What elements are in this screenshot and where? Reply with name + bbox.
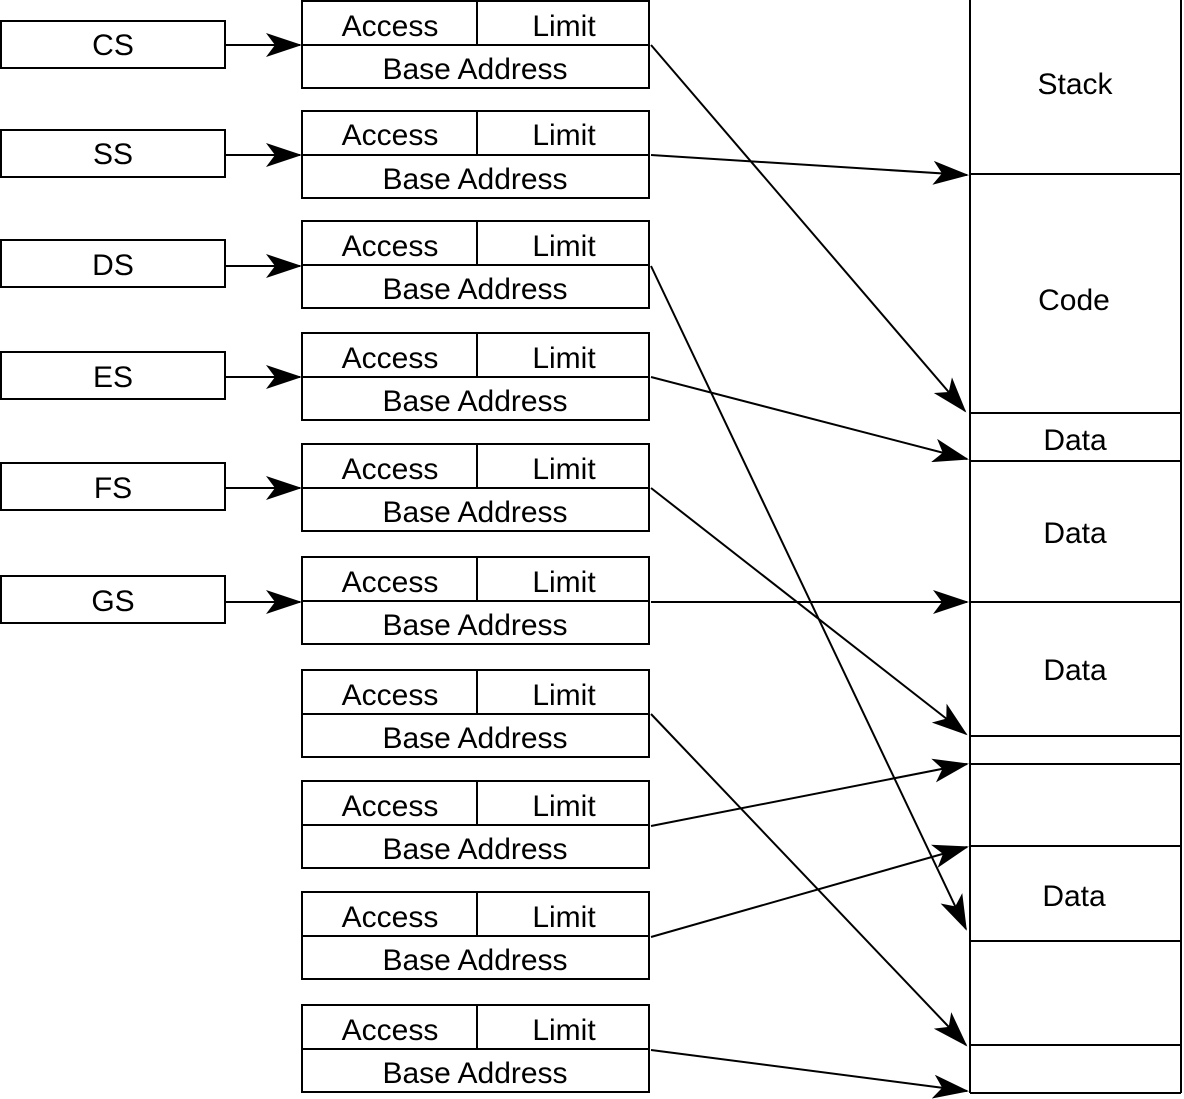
descriptor: Access Limit Base Address: [301, 220, 650, 309]
base-address-field: Base Address: [382, 944, 567, 977]
descriptor: Access Limit Base Address: [301, 556, 650, 645]
register-label: SS: [93, 138, 133, 171]
limit-field: Limit: [532, 790, 596, 823]
register-es: ES: [0, 351, 226, 400]
segment-data: Data: [1043, 517, 1107, 550]
descriptor: Access Limit Base Address: [301, 780, 650, 869]
register-label: GS: [91, 585, 134, 618]
register-arrows: [225, 33, 302, 614]
access-field: Access: [342, 119, 439, 152]
limit-field: Limit: [532, 901, 596, 934]
access-field: Access: [342, 901, 439, 934]
arrow: [650, 44, 967, 413]
descriptor: Access Limit Base Address: [301, 669, 650, 758]
access-field: Access: [342, 342, 439, 375]
access-field: Access: [342, 230, 439, 263]
limit-field: Limit: [532, 453, 596, 486]
base-address-field: Base Address: [382, 1057, 567, 1090]
limit-field: Limit: [532, 566, 596, 599]
arrow: [650, 376, 969, 463]
arrow: [650, 713, 968, 1047]
limit-field: Limit: [532, 342, 596, 375]
access-field: Access: [342, 453, 439, 486]
register-label: FS: [94, 472, 132, 505]
segment-data: Data: [1043, 654, 1107, 687]
descriptor: Access Limit Base Address: [301, 891, 650, 980]
segment-code: Code: [1038, 284, 1110, 317]
register-label: ES: [93, 361, 133, 394]
arrow: [650, 487, 968, 736]
arrow: [650, 758, 969, 827]
descriptor: Access Limit Base Address: [301, 1004, 650, 1093]
descriptor: Access Limit Base Address: [301, 0, 650, 89]
limit-field: Limit: [532, 10, 596, 43]
linear-address-space: Stack Code Data Data Data Data: [969, 0, 1182, 1094]
access-field: Access: [342, 10, 439, 43]
limit-field: Limit: [532, 119, 596, 152]
base-address-field: Base Address: [382, 609, 567, 642]
limit-field: Limit: [532, 230, 596, 263]
segment-data: Data: [1043, 424, 1107, 457]
limit-field: Limit: [532, 679, 596, 712]
access-field: Access: [342, 566, 439, 599]
base-address-field: Base Address: [382, 833, 567, 866]
access-field: Access: [342, 1014, 439, 1047]
register-ds: DS: [0, 239, 226, 288]
access-field: Access: [342, 679, 439, 712]
descriptor: Access Limit Base Address: [301, 110, 650, 199]
register-fs: FS: [0, 462, 226, 511]
base-address-field: Base Address: [382, 496, 567, 529]
segment-registers: CS SS DS ES FS GS: [0, 20, 226, 624]
register-label: DS: [92, 249, 134, 282]
descriptor: Access Limit Base Address: [301, 332, 650, 421]
register-gs: GS: [0, 575, 226, 624]
segment-stack: Stack: [1037, 68, 1113, 101]
arrow: [650, 1049, 969, 1099]
access-field: Access: [342, 790, 439, 823]
base-address-field: Base Address: [382, 273, 567, 306]
base-address-field: Base Address: [382, 163, 567, 196]
arrow: [650, 265, 967, 931]
segment-data: Data: [1042, 880, 1106, 913]
register-ss: SS: [0, 129, 226, 178]
descriptor: Access Limit Base Address: [301, 443, 650, 532]
descriptor-table: Access Limit Base Address Access Limit B…: [301, 0, 650, 1093]
base-address-field: Base Address: [382, 385, 567, 418]
register-cs: CS: [0, 20, 226, 69]
arrow: [650, 844, 969, 938]
register-label: CS: [92, 29, 134, 62]
descriptor-arrows: [650, 44, 969, 1099]
base-address-field: Base Address: [382, 722, 567, 755]
base-address-field: Base Address: [382, 53, 567, 86]
arrow: [650, 154, 969, 185]
limit-field: Limit: [532, 1014, 596, 1047]
